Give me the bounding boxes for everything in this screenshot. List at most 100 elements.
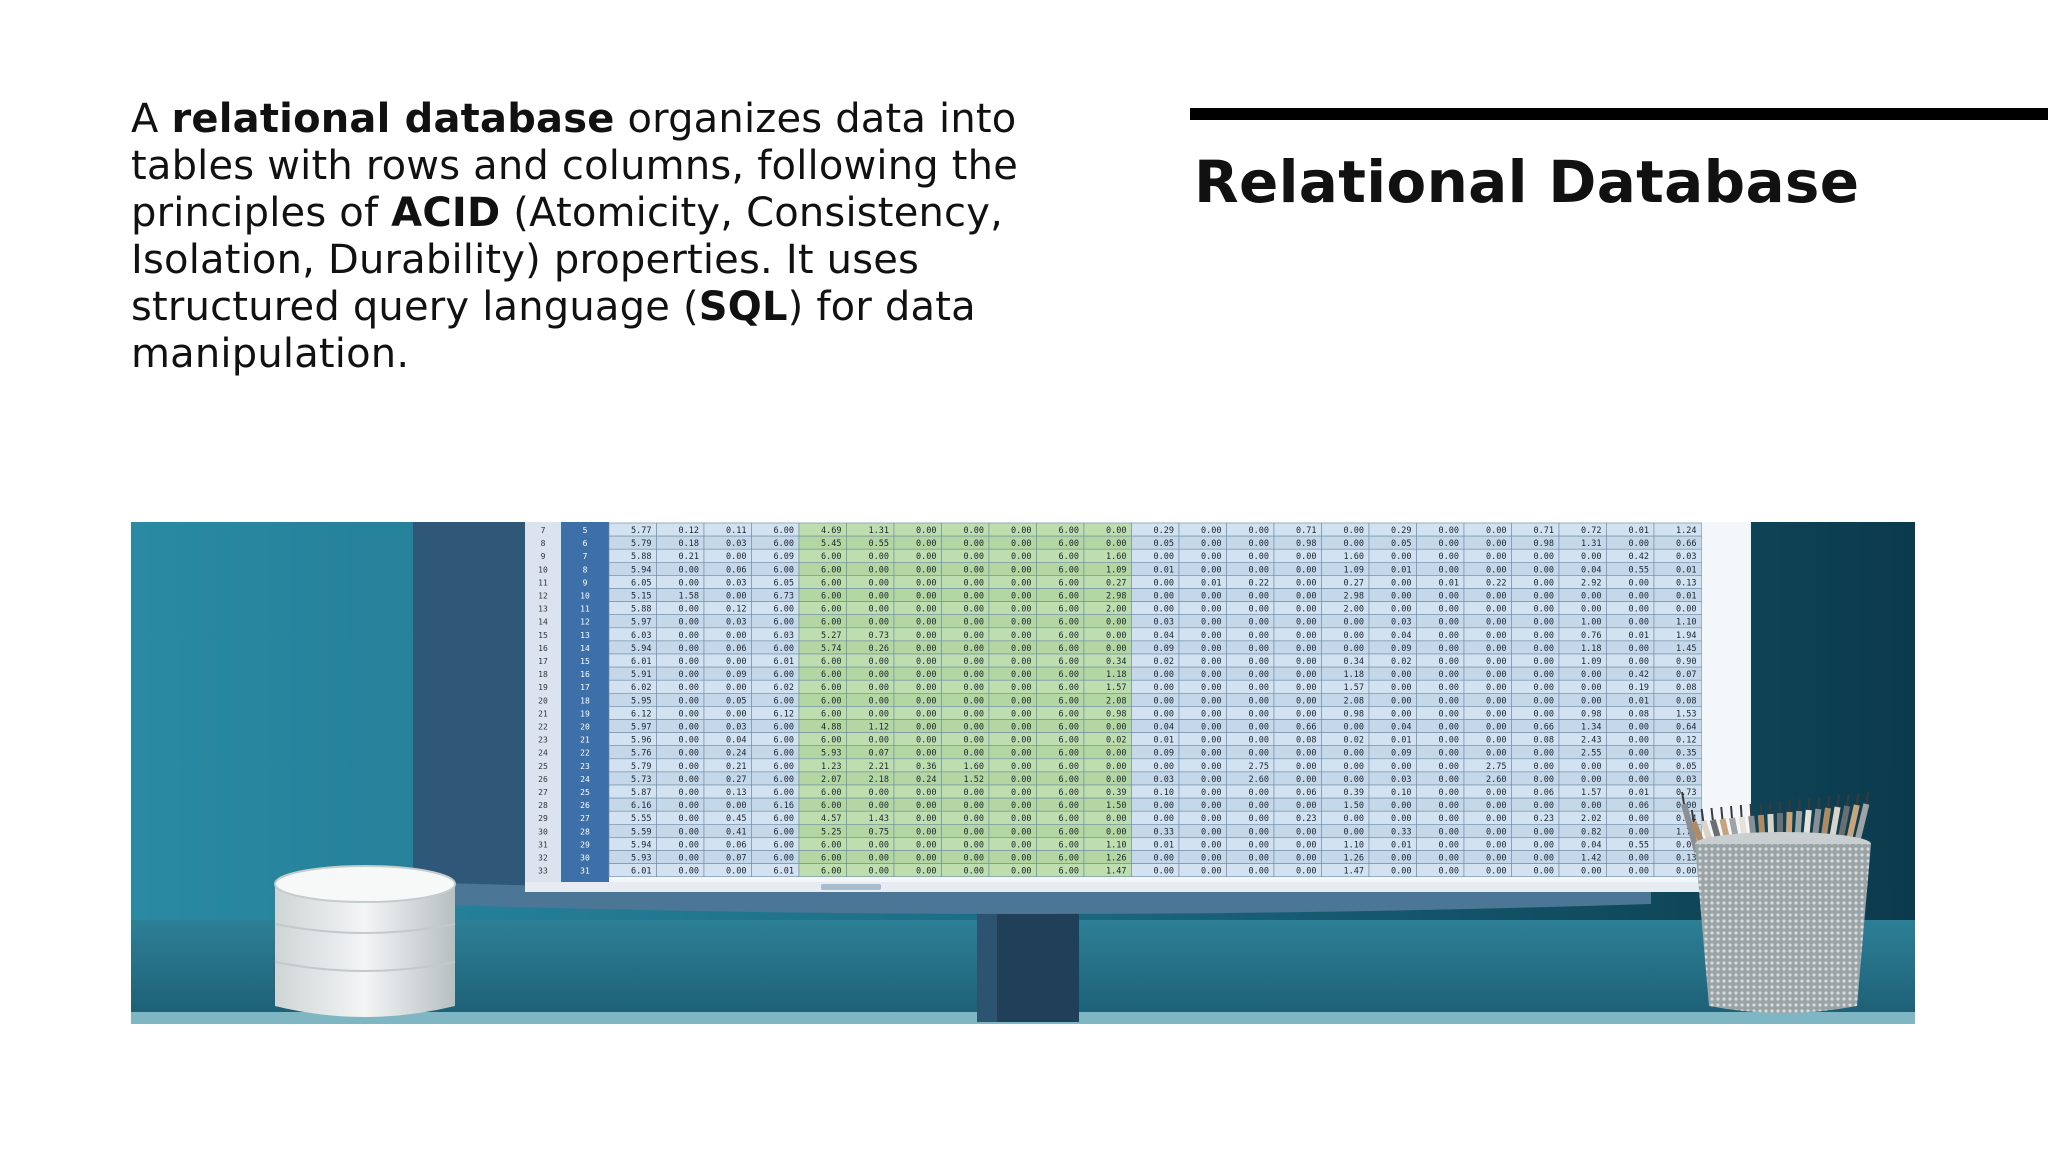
sheet-cell-value: 0.05 <box>1676 762 1696 772</box>
pencil-tip <box>1836 794 1840 808</box>
sheet-cell-value: 0.00 <box>1629 854 1649 864</box>
sheet-cell-value: 0.00 <box>1201 683 1221 693</box>
id-cell: 12 <box>580 618 590 627</box>
sheet-cell-value: 0.00 <box>679 801 699 811</box>
sheet-cell-value: 0.00 <box>1534 840 1554 850</box>
sheet-cell-value: 0.07 <box>726 854 746 864</box>
sheet-cell-value: 0.09 <box>1154 749 1174 759</box>
sheet-cell-value: 0.00 <box>1154 592 1174 602</box>
sheet-cell-value: 6.00 <box>1059 526 1079 536</box>
sheet-cell-value: 5.94 <box>631 565 651 575</box>
id-cell: 21 <box>580 736 590 745</box>
sheet-cell-value: 1.53 <box>1676 709 1696 719</box>
sheet-cell-value: 6.00 <box>774 696 794 706</box>
sheet-cell-value: 0.00 <box>964 526 984 536</box>
sheet-cell-value: 6.00 <box>1059 801 1079 811</box>
sheet-cell-value: 0.00 <box>1201 644 1221 654</box>
sheet-cell-value: 0.00 <box>1581 696 1601 706</box>
sheet-cell-value: 6.00 <box>821 565 841 575</box>
sheet-cell-value: 0.09 <box>1391 644 1411 654</box>
pencil-tip <box>1749 803 1753 817</box>
sheet-cell-value: 0.00 <box>1439 592 1459 602</box>
sheet-cell-value: 0.00 <box>1011 605 1031 615</box>
sheet-cell-value: 0.00 <box>964 788 984 798</box>
sheet-cell-value: 4.57 <box>821 814 841 824</box>
body-text-2: organizes data into tables with rows and… <box>131 96 1019 236</box>
id-cell: 22 <box>580 749 590 758</box>
sheet-cell-value: 0.00 <box>1439 552 1459 562</box>
sheet-cell-value: 0.04 <box>1581 840 1601 850</box>
sheet-cell-value: 0.00 <box>916 723 936 733</box>
sheet-cell-value: 0.00 <box>1534 618 1554 628</box>
sheet-cell-value: 0.82 <box>1581 827 1601 837</box>
sheet-cell-value: 0.00 <box>1344 749 1364 759</box>
sheet-cell-value: 0.00 <box>916 788 936 798</box>
sheet-cell-value: 0.98 <box>1296 539 1316 549</box>
sheet-cell-value: 0.10 <box>1154 788 1174 798</box>
sheet-cell-value: 0.00 <box>1296 749 1316 759</box>
sheet-cell-value: 6.00 <box>774 565 794 575</box>
sheet-cell-value: 0.42 <box>1629 670 1649 680</box>
sheet-cell-value: 0.00 <box>869 867 889 877</box>
pencil-tip <box>1700 808 1705 822</box>
sheet-cell-value: 0.00 <box>1011 736 1031 746</box>
sheet-cell-value: 6.00 <box>821 552 841 562</box>
sheet-cell-value: 0.12 <box>679 526 699 536</box>
sheet-cell-value: 0.08 <box>1296 736 1316 746</box>
sheet-cell-value: 0.00 <box>1534 578 1554 588</box>
sheet-cell-value: 0.00 <box>1439 723 1459 733</box>
sheet-cell-value: 0.98 <box>1344 709 1364 719</box>
sheet-cell-value: 0.00 <box>1201 749 1221 759</box>
sheet-cell-value: 0.33 <box>1154 827 1174 837</box>
sheet-cell-value: 0.00 <box>1439 827 1459 837</box>
sheet-cell-value: 0.00 <box>1011 762 1031 772</box>
sheet-cell-value: 0.00 <box>1296 683 1316 693</box>
sheet-cell-value: 0.00 <box>1154 670 1174 680</box>
sheet-cell-value: 0.00 <box>1486 867 1506 877</box>
sheet-cell-value: 1.50 <box>1344 801 1364 811</box>
sheet-cell-value: 0.21 <box>726 762 746 772</box>
sheet-cell-value: 1.18 <box>1581 644 1601 654</box>
sheet-cell-value: 0.00 <box>869 565 889 575</box>
row-number: 28 <box>538 801 548 810</box>
sheet-cell-value: 6.09 <box>774 552 794 562</box>
row-number: 22 <box>538 723 548 732</box>
sheet-cell-value: 5.55 <box>631 814 651 824</box>
row-number: 31 <box>538 840 548 849</box>
sheet-cell-value: 0.29 <box>1154 526 1174 536</box>
white-cup-illustration <box>274 865 456 1017</box>
sheet-cell-value: 0.29 <box>1391 526 1411 536</box>
sheet-cell-value: 0.00 <box>964 578 984 588</box>
id-cell: 30 <box>580 854 590 863</box>
sheet-cell-value: 0.00 <box>1486 696 1506 706</box>
sheet-cell-value: 0.00 <box>1296 670 1316 680</box>
sheet-cell-value: 0.00 <box>1201 801 1221 811</box>
sheet-cell-value: 0.00 <box>869 736 889 746</box>
sheet-cell-value: 0.04 <box>1154 723 1174 733</box>
sheet-cell-value: 6.00 <box>774 749 794 759</box>
sheet-cell-value: 0.00 <box>916 526 936 536</box>
sheet-cell-value: 6.00 <box>774 854 794 864</box>
sheet-cell-value: 0.00 <box>1439 749 1459 759</box>
sheet-cell-value: 1.09 <box>1106 565 1126 575</box>
sheet-cell-value: 0.00 <box>916 709 936 719</box>
sheet-cell-value: 5.97 <box>631 618 651 628</box>
row-number: 23 <box>538 736 548 745</box>
sheet-cell-value: 2.98 <box>1106 592 1126 602</box>
sheet-cell-value: 0.01 <box>1676 592 1696 602</box>
sheet-cell-value: 0.12 <box>1676 736 1696 746</box>
sheet-cell-value: 0.21 <box>679 552 699 562</box>
sheet-cell-value: 1.18 <box>1344 670 1364 680</box>
sheet-cell-value: 0.00 <box>1629 736 1649 746</box>
pencil-tip <box>1710 807 1714 821</box>
sheet-cell-value: 4.69 <box>821 526 841 536</box>
sheet-cell-value: 0.00 <box>1486 854 1506 864</box>
sheet-cell-value: 0.00 <box>1296 827 1316 837</box>
sheet-cell-value: 0.00 <box>1011 552 1031 562</box>
sheet-cell-value: 6.00 <box>1059 762 1079 772</box>
sheet-cell-value: 0.00 <box>1296 762 1316 772</box>
sheet-cell-value: 0.00 <box>869 854 889 864</box>
id-cell: 15 <box>580 657 590 666</box>
sheet-cell-value: 6.16 <box>631 801 651 811</box>
